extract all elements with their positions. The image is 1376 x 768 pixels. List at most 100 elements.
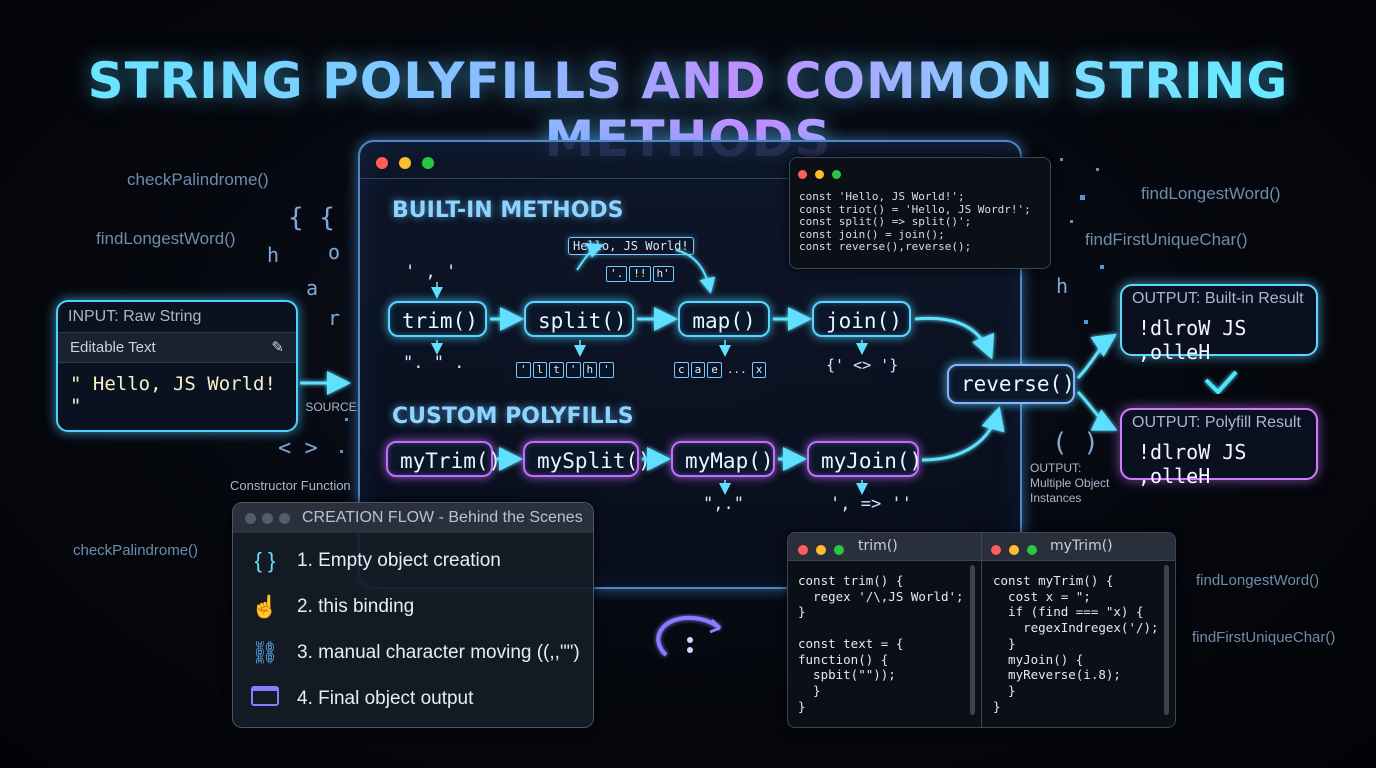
chip: t — [549, 362, 564, 378]
output-polyfill-value: !dlroW JS ,olleH — [1138, 440, 1247, 488]
flow-step: ⛓ 3. manual character moving ((,,"") — [247, 633, 580, 673]
source-label: SOURCE: — [296, 400, 360, 415]
source-label-sub: Constructor Function — [230, 478, 351, 493]
code-line: spbit("")); — [798, 667, 896, 683]
chip: ' — [516, 362, 531, 378]
scrollbar[interactable] — [1164, 565, 1169, 715]
maximize-dot[interactable] — [422, 157, 435, 169]
code-line: const split() => split()'; — [799, 215, 972, 228]
close-dot[interactable] — [991, 545, 1001, 555]
scrollbar[interactable] — [970, 565, 975, 715]
letter-glyph: r — [328, 306, 341, 330]
code-line: regexIndregex('/); — [993, 620, 1159, 636]
code-line: } — [798, 698, 806, 714]
chip: ' — [599, 362, 614, 378]
code-line: const trim() { — [798, 573, 904, 588]
output-builtin: OUTPUT: Built-in Result !dlroW JS ,olleH — [1120, 284, 1318, 364]
link-icon: ⛓ — [251, 640, 279, 665]
minimize-dot[interactable] — [816, 545, 827, 555]
flow-step-label: 2. this binding — [297, 596, 415, 617]
code-compare-window: trim() myTrim() const trim() { regex '/\… — [787, 532, 1176, 728]
braces-glyph: { { — [288, 203, 335, 233]
chip: h' — [652, 266, 674, 282]
editable-text-label: Editable Text — [70, 339, 156, 356]
deco-label: checkPalindrome() — [73, 542, 199, 559]
label-line: OUTPUT: — [1030, 461, 1082, 475]
maximize-dot[interactable] — [834, 545, 845, 555]
letter-glyph: o — [328, 240, 341, 264]
input-value[interactable]: " Hello, JS World! " — [70, 373, 276, 417]
code-line — [798, 620, 964, 636]
creation-flow-title: CREATION FLOW - Behind the Scenes — [302, 509, 583, 526]
label-line: Multiple Object — [1030, 476, 1110, 490]
annot-below-join: {' <> '} — [826, 356, 899, 374]
check-icon — [1204, 370, 1238, 395]
maximize-dot[interactable] — [1027, 545, 1038, 555]
editable-text-bar[interactable]: Editable Text ✎ — [58, 333, 296, 363]
output-polyfill-header: OUTPUT: Polyfill Result — [1132, 414, 1301, 431]
source-label-line: SOURCE: — [305, 400, 360, 414]
code-line: const text = { — [798, 635, 904, 651]
letter-glyph: h — [1056, 274, 1069, 298]
node-mytrim[interactable]: myTrim() — [386, 441, 501, 477]
code-line: cost x = "; — [993, 588, 1091, 604]
annot-above-trim: ' , ' — [405, 262, 457, 282]
output-instances-label: OUTPUT: Multiple Object Instances — [1030, 461, 1109, 506]
code-line: const reverse(),reverse(); — [799, 240, 972, 253]
node-mysplit[interactable]: mySplit() — [523, 441, 651, 477]
creation-flow-header: CREATION FLOW - Behind the Scenes — [233, 503, 593, 533]
code-mytrim-block: const myTrim() { cost x = "; if (find ==… — [993, 573, 1159, 714]
deco-label: checkPalindrome() — [127, 170, 269, 189]
close-dot[interactable] — [798, 545, 808, 555]
flow-step-label: 1. Empty object creation — [297, 550, 501, 571]
tab-mytrim[interactable]: myTrim() — [1050, 538, 1113, 554]
close-dot[interactable] — [376, 157, 388, 169]
code-line: myReverse(i.8); — [993, 667, 1121, 683]
node-myjoin[interactable]: myJoin() — [807, 441, 922, 477]
tab-trim[interactable]: trim() — [858, 538, 898, 554]
pencil-icon[interactable]: ✎ — [271, 339, 284, 356]
chip: e — [707, 362, 722, 378]
node-mymap[interactable]: myMap() — [671, 441, 775, 477]
annot-above-map: '.!!h' — [606, 262, 676, 282]
maximize-dot[interactable] — [832, 170, 842, 179]
minimize-dot[interactable] — [399, 157, 412, 169]
minimize-dot[interactable] — [815, 170, 825, 179]
code-line: } — [798, 682, 821, 698]
code-line: function() { — [798, 651, 889, 667]
flow-step: 4. Final object output — [247, 679, 473, 719]
letter-glyph: a — [306, 276, 319, 300]
chip: a — [690, 362, 706, 378]
label-line: Instances — [1030, 491, 1082, 505]
code-trim-block: const trim() { regex '/\,JS World';} con… — [798, 573, 964, 714]
node-map[interactable]: map() — [678, 301, 770, 337]
flow-step-label: 4. Final object output — [297, 688, 474, 709]
flow-step: ☝ 2. this binding — [247, 587, 414, 627]
minimize-dot[interactable] — [1009, 545, 1020, 555]
node-trim[interactable]: trim() — [388, 301, 487, 337]
deco-label: findFirstUniqueChar() — [1085, 230, 1248, 249]
window-dot — [262, 512, 273, 524]
creation-flow-panel: CREATION FLOW - Behind the Scenes { } 1.… — [232, 502, 594, 728]
code-line: myJoin() { — [993, 651, 1084, 667]
chip: !! — [629, 266, 651, 282]
chip: h — [582, 362, 598, 378]
close-dot[interactable] — [798, 170, 807, 179]
node-join[interactable]: join() — [812, 301, 911, 337]
code-line: regex '/\,JS World'; — [798, 588, 964, 604]
node-reverse[interactable]: reverse() — [947, 364, 1075, 404]
chip: x — [751, 362, 767, 378]
page-title: STRING POLYFILLS AND COMMON STRING METHO… — [0, 52, 1376, 168]
annot-below-trim: ". " . — [403, 353, 465, 373]
window-dot — [245, 512, 256, 524]
code-line: } — [798, 604, 806, 620]
code-window-top: const 'Hello, JS World!';const triot() =… — [789, 157, 1051, 269]
code-line: const myTrim() { — [993, 573, 1114, 588]
builtin-heading: BUILT-IN METHODS — [392, 198, 624, 223]
deco-label: findFirstUniqueChar() — [1192, 629, 1336, 646]
code-line: const triot() = 'Hello, JS Wordr!'; — [799, 202, 1031, 216]
node-split[interactable]: split() — [524, 301, 634, 337]
